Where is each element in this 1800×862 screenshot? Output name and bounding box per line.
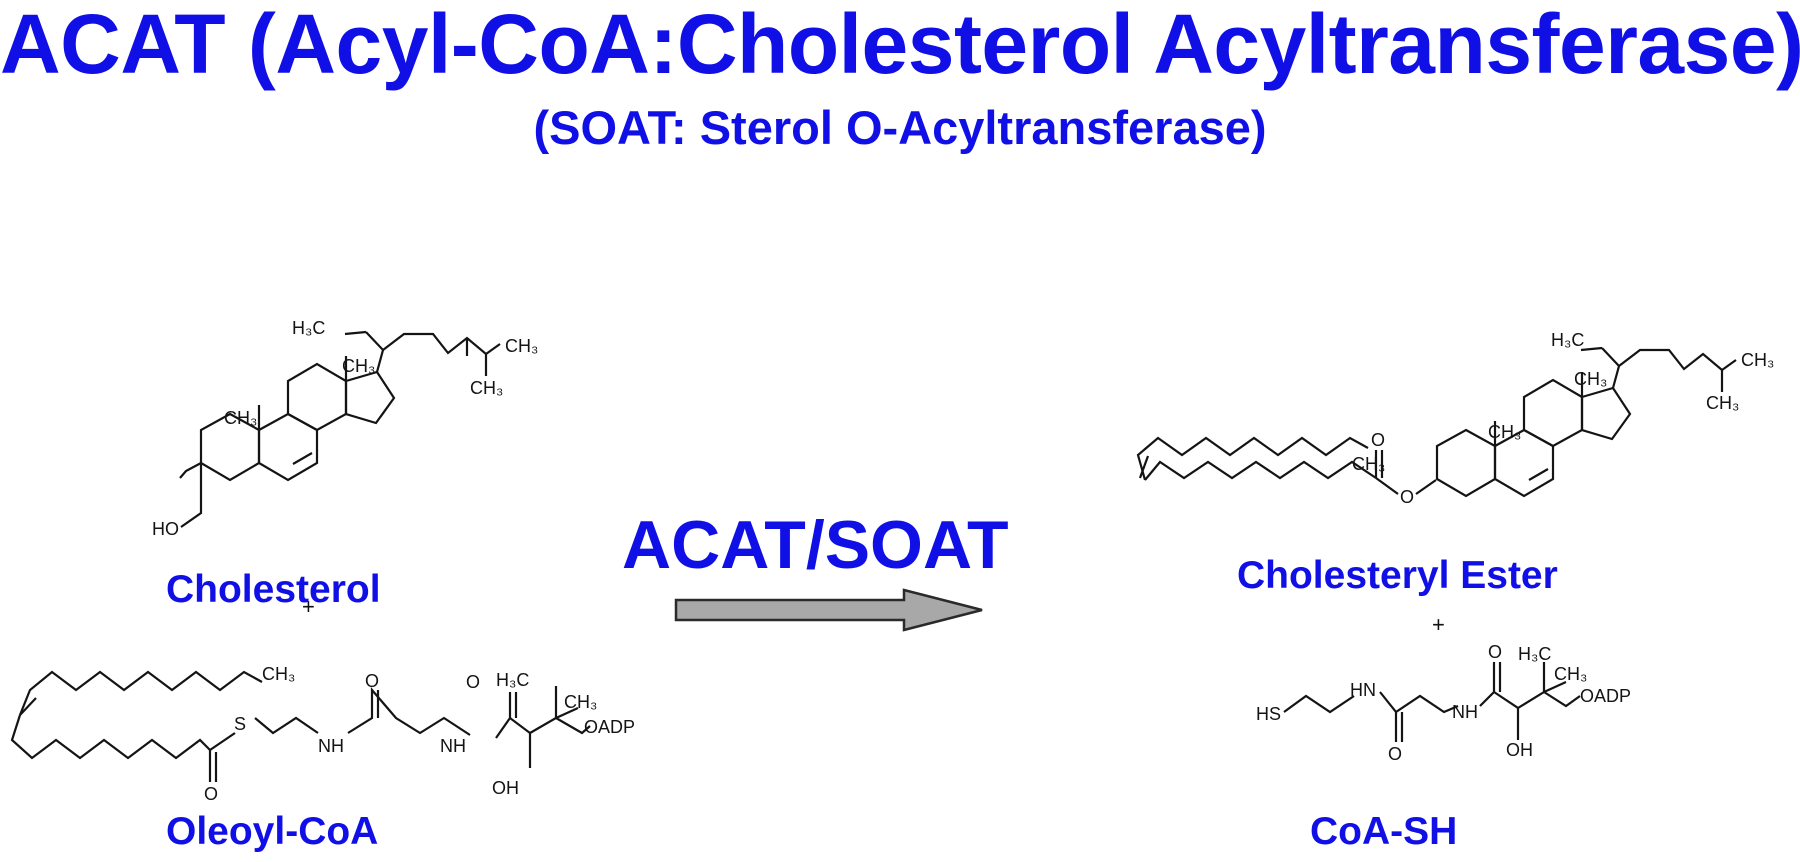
ester-cis-double bbox=[1138, 455, 1150, 479]
cholesteryl-ester-structure: CH₃ O O H₃C CH₃ CH₃ CH₃ CH₃ bbox=[1136, 330, 1774, 507]
chol-ring-c bbox=[286, 362, 348, 432]
ester-o-carbonyl: O bbox=[1371, 430, 1385, 450]
oleoyl-coa-structure: CH₃ S NH O NH O O OH H₃C CH₃ OADP bbox=[10, 664, 635, 804]
coash-h3c: H₃C bbox=[1518, 644, 1551, 664]
ester-h3c: H₃C bbox=[1551, 330, 1584, 350]
coa-ethyl bbox=[254, 716, 319, 735]
coa-amide-2 bbox=[495, 716, 532, 768]
oleoyl-upper-chain bbox=[18, 670, 263, 716]
ester-ch3-13: CH₃ bbox=[1574, 369, 1607, 389]
coa-pantetheine bbox=[347, 687, 471, 736]
ester-o-ring bbox=[1415, 479, 1437, 495]
coash-amide-2 bbox=[1479, 662, 1496, 707]
coash-hydroxy bbox=[1493, 691, 1520, 740]
coash-hn: HN bbox=[1350, 680, 1376, 700]
oleoyl-coa-label: Oleoyl-CoA bbox=[166, 810, 379, 853]
chol-ch3-27: CH₃ bbox=[470, 378, 503, 398]
cholesteryl-ester-label: Cholesteryl Ester bbox=[1237, 554, 1558, 597]
coash-ch3: CH₃ bbox=[1554, 664, 1587, 684]
product-plus: + bbox=[1432, 612, 1445, 637]
coash-o-2: O bbox=[1488, 642, 1502, 662]
enzyme-label: ACAT/SOAT bbox=[622, 507, 1009, 583]
reactant-plus: + bbox=[302, 594, 315, 619]
ester-o-link bbox=[1375, 477, 1399, 495]
ester-ch3-26: CH₃ bbox=[1741, 350, 1774, 370]
cholesterol-label: Cholesterol bbox=[166, 568, 381, 611]
coa-oadp: OADP bbox=[584, 717, 635, 737]
reaction-arrow bbox=[674, 588, 983, 632]
chol-ch3-13: CH₃ bbox=[342, 356, 375, 376]
ester-ring-double bbox=[1528, 468, 1549, 481]
coa-nh-1: NH bbox=[318, 736, 344, 756]
oleoyl-lower-chain bbox=[10, 714, 211, 760]
ester-ch3-18: CH₃ bbox=[1352, 454, 1385, 474]
oleoyl-ch3: CH₃ bbox=[262, 664, 295, 684]
chol-side-methyl bbox=[344, 330, 367, 336]
oleoyl-cis-double bbox=[19, 697, 37, 716]
coa-oadp-link bbox=[555, 717, 591, 735]
ester-ch3-27: CH₃ bbox=[1706, 393, 1739, 413]
chol-ch3-10: CH₃ bbox=[224, 408, 257, 428]
chol-h3c: H₃C bbox=[292, 318, 325, 338]
ester-side-chain-b bbox=[1618, 348, 1737, 372]
page-title: ACAT (Acyl-CoA:Cholesterol Acyltransfera… bbox=[0, 0, 1800, 91]
ester-o-link-label: O bbox=[1400, 487, 1414, 507]
ester-ring-a bbox=[1435, 428, 1497, 498]
coash-oh: OH bbox=[1506, 740, 1533, 760]
coa-methyl bbox=[555, 706, 579, 720]
chol-ho-link bbox=[180, 463, 203, 528]
coash-link bbox=[1395, 694, 1459, 714]
chol-ho: HO bbox=[152, 519, 179, 539]
coa-h3c: H₃C bbox=[496, 670, 529, 690]
coa-sh-structure: HS HN O NH O OH H₃C CH₃ OADP bbox=[1256, 642, 1631, 764]
coa-nh-2: NH bbox=[440, 736, 466, 756]
ester-lower-chain bbox=[1144, 460, 1377, 481]
coash-methyl bbox=[1543, 680, 1567, 694]
page-subtitle: (SOAT: Sterol O-Acyltransferase) bbox=[533, 101, 1267, 154]
chol-oh-bond bbox=[179, 462, 202, 479]
coa-ch3: CH₃ bbox=[564, 692, 597, 712]
chol-side-chain-b bbox=[382, 332, 501, 356]
coa-o-2: O bbox=[466, 672, 480, 692]
chol-ring-b bbox=[257, 412, 319, 482]
coash-o-1: O bbox=[1388, 744, 1402, 764]
coa-o-1: O bbox=[365, 671, 379, 691]
coash-nh: NH bbox=[1452, 702, 1478, 722]
ester-upper-chain bbox=[1136, 436, 1369, 481]
chol-ch3-26: CH₃ bbox=[505, 336, 538, 356]
coash-quat bbox=[1517, 662, 1546, 709]
coash-ethyl bbox=[1283, 694, 1355, 714]
oleoyl-thioester bbox=[209, 732, 236, 751]
ester-ring-d bbox=[1580, 386, 1632, 441]
coash-oadp-link bbox=[1543, 691, 1581, 708]
oleoyl-o: O bbox=[204, 784, 218, 804]
cholesterol-structure: H₃C CH₃ CH₃ CH₃ CH₃ HO bbox=[152, 318, 538, 539]
chol-ring-d bbox=[344, 370, 396, 425]
ester-ring-c bbox=[1522, 378, 1584, 448]
coa-sh-label: CoA-SH bbox=[1310, 810, 1458, 853]
chol-double-bond bbox=[292, 452, 313, 465]
coash-hs: HS bbox=[1256, 704, 1281, 724]
ester-side-methyl bbox=[1580, 346, 1603, 352]
coa-s: S bbox=[234, 714, 246, 734]
coash-amide-1 bbox=[1379, 691, 1398, 742]
ester-ch3-10: CH₃ bbox=[1488, 422, 1521, 442]
coa-oh: OH bbox=[492, 778, 519, 798]
coa-quat bbox=[529, 686, 558, 734]
coash-oadp: OADP bbox=[1580, 686, 1631, 706]
